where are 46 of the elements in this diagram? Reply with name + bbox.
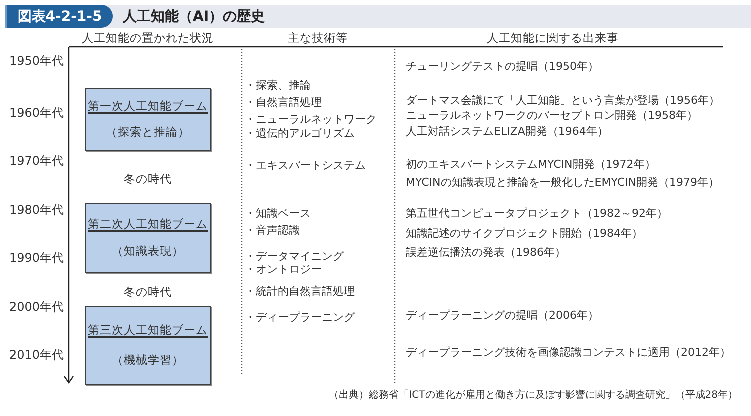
figure-number-badge: 図表4-2-1-5 xyxy=(5,5,113,28)
technology-item: ・自然言語処理 xyxy=(245,96,322,110)
decade-label: 2000年代 xyxy=(9,300,64,314)
era-box xyxy=(85,88,211,151)
event-item: 誤差逆伝播法の発表（1986年） xyxy=(406,246,566,260)
technology-item: ・データマイニング xyxy=(245,250,344,264)
event-item: ディープラーニング技術を画像認識コンテストに適用（2012年） xyxy=(406,346,731,360)
technology-item: ・探索、推論 xyxy=(245,79,311,93)
decade-label: 1970年代 xyxy=(9,154,64,168)
era-title: 第一次人工知能ブーム xyxy=(88,99,208,114)
source-note: （出典）総務省「ICTの進化が雇用と働き方に及ぼす影響に関する調査研究」（平成28年） xyxy=(329,389,738,403)
event-item: ディープラーニングの提唱（2006年） xyxy=(406,309,599,323)
technology-item: ・エキスパートシステム xyxy=(245,159,366,173)
period-label: 冬の時代 xyxy=(124,172,172,186)
column-heading: 主な技術等 xyxy=(288,31,348,45)
decade-label: 1960年代 xyxy=(9,106,64,120)
technology-item: ・ニューラルネットワーク xyxy=(245,113,377,127)
column-heading: 人工知能に関する出来事 xyxy=(487,31,619,45)
technology-item: ・オントロジー xyxy=(245,263,322,277)
technology-item: ・知識ベース xyxy=(245,207,311,221)
event-item: ニューラルネットワークのパーセプトロン開発（1958年） xyxy=(406,109,698,123)
era-subtitle: （探索と推論） xyxy=(106,124,190,140)
technology-item: ・ディープラーニング xyxy=(245,311,355,325)
diagram-title: 人工知能（AI）の歴史 xyxy=(123,8,266,26)
technology-item: ・遺伝的アルゴリズム xyxy=(245,127,355,141)
event-item: 知識記述のサイクプロジェクト開始（1984年） xyxy=(406,227,643,241)
technology-item: ・統計的自然言語処理 xyxy=(245,285,355,299)
event-item: MYCINの知識表現と推論を一般化したEMYCIN開発（1979年） xyxy=(406,176,720,190)
event-item: 第五世代コンピュータプロジェクト（1982～92年） xyxy=(406,207,668,221)
technology-item: ・音声認識 xyxy=(245,224,300,238)
event-item: 人工対話システムELIZA開発（1964年） xyxy=(406,125,608,139)
decade-label: 1980年代 xyxy=(9,203,64,217)
event-item: ダートマス会議にて「人工知能」という言葉が登場（1956年） xyxy=(406,94,720,108)
era-title: 第二次人工知能ブーム xyxy=(88,216,208,232)
decade-label: 1990年代 xyxy=(9,251,64,265)
event-item: 初のエキスパートシステムMYCIN開発（1972年） xyxy=(406,158,656,172)
era-box xyxy=(85,203,211,273)
decade-label: 2010年代 xyxy=(9,348,64,362)
era-subtitle: （機械学習） xyxy=(112,353,184,368)
column-heading: 人工知能の置かれた状況 xyxy=(82,31,214,45)
decade-label: 1950年代 xyxy=(9,54,64,68)
era-box xyxy=(85,306,211,385)
event-item: チューリングテストの提唱（1950年） xyxy=(406,60,599,74)
period-label: 冬の時代 xyxy=(124,285,172,299)
era-title: 第三次人工知能ブーム xyxy=(88,322,208,338)
era-subtitle: （知識表現） xyxy=(112,244,184,260)
